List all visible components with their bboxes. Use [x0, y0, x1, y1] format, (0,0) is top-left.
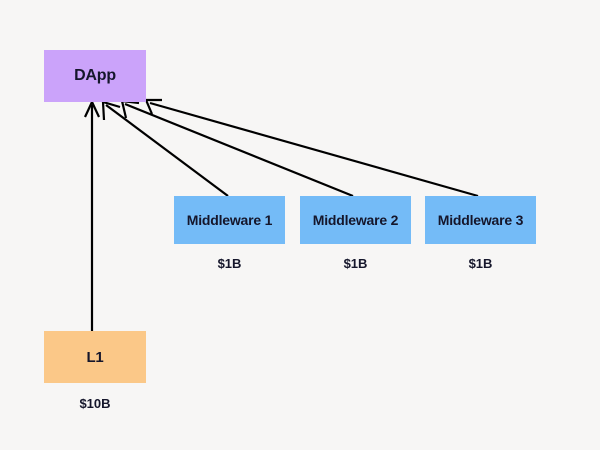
arrowhead-middleware-2-to-dapp [120, 99, 140, 119]
cost-label-middleware-1: $1B [217, 256, 242, 271]
arrowhead-l1-to-dapp [84, 99, 100, 118]
edge-middleware-3-to-dapp [149, 101, 479, 198]
arrowhead-middleware-1-to-dapp [101, 100, 121, 121]
node-l1-label: L1 [86, 348, 104, 366]
node-middleware-3[interactable]: Middleware 3 [425, 196, 536, 244]
cost-label-middleware-2: $1B [343, 256, 368, 271]
node-middleware-2[interactable]: Middleware 2 [300, 196, 411, 244]
node-l1[interactable]: L1 [44, 331, 146, 383]
node-dapp-label: DApp [74, 67, 116, 84]
edge-middleware-1-to-dapp [105, 104, 229, 197]
arrowhead-middleware-3-to-dapp [144, 98, 162, 115]
node-middleware-1-label: Middleware 1 [186, 212, 273, 228]
cost-label-middleware-3: $1B [468, 256, 493, 271]
edge-middleware-2-to-dapp [124, 102, 354, 198]
cost-label-l1: $10B [79, 396, 111, 411]
node-dapp[interactable]: DApp [44, 50, 146, 102]
node-middleware-1[interactable]: Middleware 1 [174, 196, 285, 244]
node-middleware-3-label: Middleware 3 [437, 212, 524, 228]
node-middleware-2-label: Middleware 2 [312, 212, 399, 228]
